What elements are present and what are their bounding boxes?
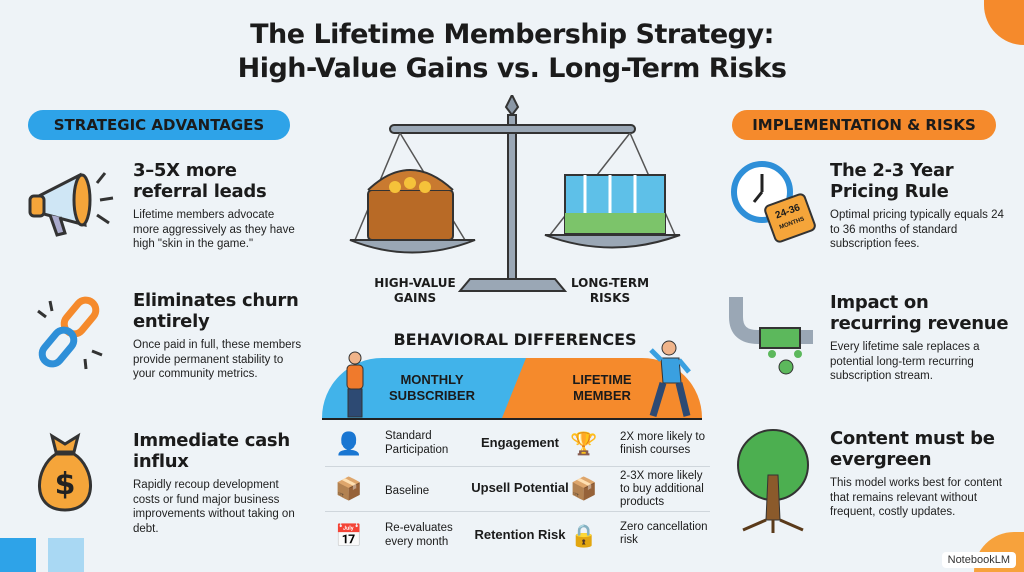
lifetime-value: 2-3X more likely to buy additional produ… [620, 470, 704, 508]
trophy-icon: 🏆 [570, 431, 598, 456]
monthly-value: Baseline [385, 485, 430, 497]
comparison-banner: MONTHLY SUBSCRIBER LIFETIME MEMBER [322, 340, 702, 420]
advantage-title: Immediate cash influx [133, 430, 290, 472]
advantage-title: 3–5X more referral leads [133, 160, 267, 202]
clock-price-tag-icon: 24-36 MONTHS [728, 160, 818, 245]
strategic-advantages-heading: STRATEGIC ADVANTAGES [28, 110, 290, 140]
long-term-risks-label: LONG-TERM RISKS [570, 276, 650, 305]
calendar-question-icon: 📅 [335, 523, 363, 548]
risk-title: Impact on recurring revenue [830, 292, 1009, 334]
stacked-boxes-icon: 📦 [570, 476, 598, 501]
box-icon: 📦 [335, 476, 363, 501]
megaphone-icon [22, 160, 117, 245]
title-line-2: High-Value Gains vs. Long-Term Risks [237, 53, 787, 84]
comparison-row: 📅 Re-evaluates every month Retention Ris… [325, 515, 710, 559]
risk-body: This model works best for content that r… [830, 477, 1002, 518]
page-title: The Lifetime Membership Strategy: High-V… [0, 18, 1024, 86]
implementation-risks-heading: IMPLEMENTATION & RISKS [732, 110, 996, 140]
advantage-item: Eliminates churn entirely Once paid in f… [133, 290, 303, 382]
advantage-body: Lifetime members advocate more aggressiv… [133, 209, 295, 250]
risk-item: Impact on recurring revenue Every lifeti… [830, 292, 1010, 384]
notebooklm-badge: NotebookLM [941, 552, 1016, 568]
lifetime-value: 2X more likely to finish courses [620, 431, 706, 456]
comparison-row: 📦 Baseline Upsell Potential 📦 2-3X more … [325, 468, 710, 512]
behavioral-differences-heading: BEHAVIORAL DIFFERENCES [393, 330, 637, 349]
risk-item: Content must be evergreen This model wor… [830, 428, 1010, 520]
high-value-gains-label: HIGH-VALUE GAINS [374, 276, 456, 305]
monthly-value: Standard Participation [385, 430, 449, 456]
advantage-item: 3–5X more referral leads Lifetime member… [133, 160, 303, 252]
risk-title: Content must be evergreen [830, 428, 995, 470]
calendar-lock-icon: 🔒 [570, 523, 598, 548]
person-book-icon: 👤 [335, 431, 363, 456]
advantage-body: Once paid in full, these members provide… [133, 339, 302, 380]
monthly-value: Re-evaluates every month [385, 522, 453, 548]
money-bag-icon: $ [25, 430, 105, 515]
metric-label: Retention Risk [474, 527, 566, 542]
monthly-subscriber-label: MONTHLY SUBSCRIBER [389, 372, 475, 403]
person-standing-icon [346, 351, 364, 418]
metric-label: Upsell Potential [471, 480, 569, 495]
comparison-row: 👤 Standard Participation Engagement 🏆 2X… [325, 423, 710, 467]
person-walking-icon [649, 340, 691, 418]
title-line-1: The Lifetime Membership Strategy: [250, 19, 774, 50]
risk-body: Optimal pricing typically equals 24 to 3… [830, 209, 1004, 250]
leaking-pipe-icon [728, 292, 818, 377]
svg-text:$: $ [55, 467, 76, 502]
metric-label: Engagement [480, 435, 559, 450]
corner-decoration [48, 538, 84, 572]
advantage-item: Immediate cash influx Rapidly recoup dev… [133, 430, 303, 536]
balance-scale-icon [349, 95, 681, 292]
lifetime-value: Zero cancellation risk [620, 521, 708, 546]
tree-icon [728, 425, 818, 535]
risk-title: The 2-3 Year Pricing Rule [830, 160, 954, 202]
risk-item: The 2-3 Year Pricing Rule Optimal pricin… [830, 160, 1010, 252]
advantage-title: Eliminates churn entirely [133, 290, 299, 332]
risk-body: Every lifetime sale replaces a potential… [830, 341, 980, 382]
broken-chain-icon [25, 290, 115, 375]
corner-decoration [0, 538, 36, 572]
lifetime-member-label: LIFETIME MEMBER [572, 372, 632, 403]
advantage-body: Rapidly recoup development costs or fund… [133, 479, 295, 535]
